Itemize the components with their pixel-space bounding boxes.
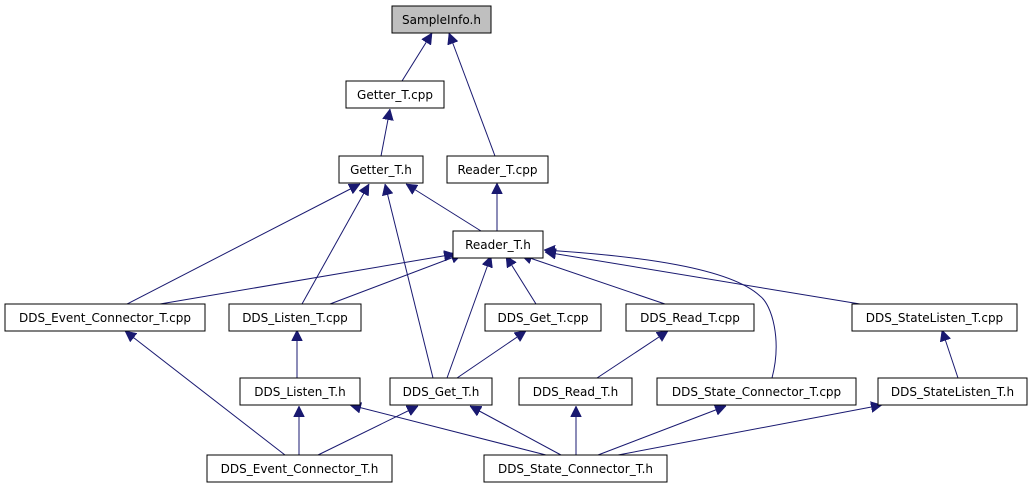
- node-label: DDS_Event_Connector_T.cpp: [19, 311, 191, 325]
- edge-getter-t-cpp-to-sampleinfo-h: [401, 33, 433, 82]
- node-label: Getter_T.cpp: [357, 88, 433, 102]
- node-getter-t-h[interactable]: Getter_T.h: [338, 155, 424, 184]
- node-label: DDS_State_Connector_T.h: [498, 462, 653, 476]
- node-label: Reader_T.cpp: [457, 163, 537, 177]
- node-label: Reader_T.h: [465, 238, 531, 252]
- edge-dds-get-t-h-to-dds-get-t-cpp: [456, 330, 526, 379]
- edge-dds-statelisten-t-h-to-dds-statelisten-t-cpp: [942, 330, 959, 379]
- edge-reader-t-h-to-getter-t-h: [406, 183, 482, 232]
- edge-dds-read-t-cpp-to-reader-t-h: [521, 255, 666, 305]
- edge-dds-event-connector-t-h-to-dds-get-t-h: [317, 405, 418, 456]
- node-dds-listen-t-h[interactable]: DDS_Listen_T.h: [239, 377, 361, 406]
- edge-dds-event-connector-t-h-to-dds-event-connector-t-cpp: [125, 330, 286, 456]
- node-reader-t-cpp[interactable]: Reader_T.cpp: [446, 155, 549, 184]
- dependency-edges: [125, 33, 959, 456]
- node-label: DDS_Read_T.h: [533, 385, 619, 399]
- node-label: DDS_Read_T.cpp: [640, 311, 740, 325]
- file-nodes: SampleInfo.h Getter_T.cpp Getter_T.h Rea…: [4, 5, 1028, 483]
- edge-dds-listen-t-cpp-to-getter-t-h: [301, 184, 370, 305]
- edge-dds-get-t-cpp-to-reader-t-h: [505, 256, 537, 305]
- edge-dds-state-connector-t-h-to-dds-statelisten-t-h: [617, 405, 882, 456]
- edge-dds-state-connector-t-h-to-dds-state-connector-t-cpp: [597, 406, 726, 456]
- node-label: DDS_Get_T.cpp: [497, 311, 588, 325]
- node-dds-event-connector-t-h[interactable]: DDS_Event_Connector_T.h: [206, 454, 393, 483]
- node-sampleinfo-h[interactable]: SampleInfo.h: [391, 5, 492, 34]
- edge-dds-read-t-h-to-dds-read-t-cpp: [596, 330, 668, 379]
- edge-getter-t-h-to-getter-t-cpp: [380, 109, 390, 157]
- edge-dds-get-t-h-to-reader-t-h: [446, 256, 491, 379]
- node-label: DDS_Listen_T.h: [254, 385, 345, 399]
- node-dds-get-t-h[interactable]: DDS_Get_T.h: [389, 377, 493, 406]
- node-dds-state-connector-t-cpp[interactable]: DDS_State_Connector_T.cpp: [656, 377, 857, 406]
- node-dds-event-connector-t-cpp[interactable]: DDS_Event_Connector_T.cpp: [4, 303, 206, 332]
- node-dds-statelisten-t-cpp[interactable]: DDS_StateListen_T.cpp: [851, 303, 1018, 332]
- edge-dds-get-t-h-to-getter-t-h: [385, 184, 434, 379]
- node-label: DDS_Get_T.h: [403, 385, 480, 399]
- edge-dds-listen-t-cpp-to-reader-t-h: [329, 254, 462, 305]
- node-label: DDS_Listen_T.cpp: [242, 311, 348, 325]
- node-label: DDS_State_Connector_T.cpp: [672, 385, 841, 399]
- node-dds-read-t-cpp[interactable]: DDS_Read_T.cpp: [625, 303, 755, 332]
- edge-dds-statelisten-t-cpp-to-reader-t-h: [545, 252, 861, 305]
- node-label: DDS_StateListen_T.cpp: [866, 311, 1003, 325]
- edge-dds-event-connector-t-cpp-to-reader-t-h: [159, 254, 455, 305]
- edge-reader-t-cpp-to-sampleinfo-h: [449, 33, 496, 157]
- edge-dds-state-connector-t-h-to-dds-get-t-h: [470, 405, 562, 456]
- node-label: DDS_Event_Connector_T.h: [221, 462, 379, 476]
- node-dds-get-t-cpp[interactable]: DDS_Get_T.cpp: [484, 303, 602, 332]
- node-dds-statelisten-t-h[interactable]: DDS_StateListen_T.h: [877, 377, 1028, 406]
- node-getter-t-cpp[interactable]: Getter_T.cpp: [345, 80, 445, 109]
- node-dds-listen-t-cpp[interactable]: DDS_Listen_T.cpp: [228, 303, 362, 332]
- node-dds-read-t-h[interactable]: DDS_Read_T.h: [518, 377, 633, 406]
- edge-dds-state-connector-t-cpp-to-reader-t-h: [544, 250, 777, 379]
- edge-dds-event-connector-t-cpp-to-getter-t-h: [126, 183, 360, 305]
- node-label: DDS_StateListen_T.h: [891, 385, 1014, 399]
- node-reader-t-h[interactable]: Reader_T.h: [452, 230, 544, 259]
- node-label: SampleInfo.h: [402, 13, 481, 27]
- edge-dds-state-connector-t-h-to-dds-listen-t-h: [350, 405, 547, 456]
- node-dds-state-connector-t-h[interactable]: DDS_State_Connector_T.h: [483, 454, 668, 483]
- node-label: Getter_T.h: [350, 163, 412, 177]
